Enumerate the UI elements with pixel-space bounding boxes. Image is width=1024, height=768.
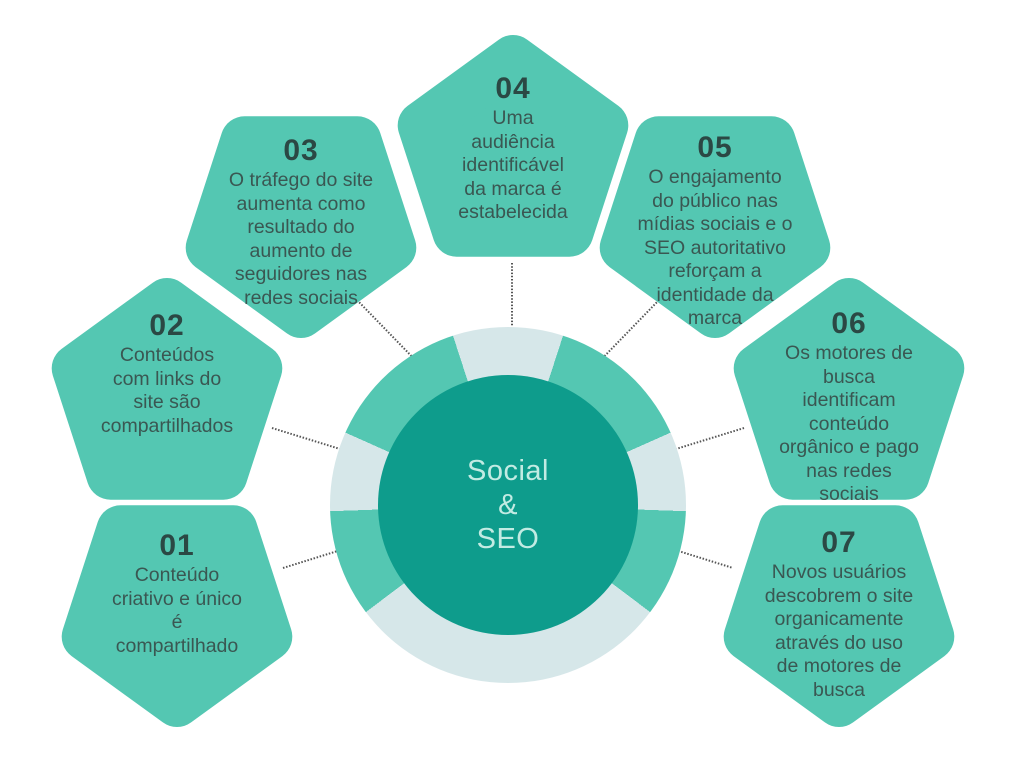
node-05-content: 05 O engajamento do público nas mídias s… [595, 104, 835, 344]
connector-01 [282, 548, 345, 569]
pentagon-node-05: 05 O engajamento do público nas mídias s… [595, 104, 835, 344]
node-06-text: Os motores de busca identificam conteúdo… [779, 342, 919, 505]
node-07-text: Novos usuários descobrem o site organica… [764, 561, 914, 701]
node-06-content: 06 Os motores de busca identificam conte… [729, 276, 969, 516]
node-02-content: 02 Conteúdos com links do site são compa… [47, 276, 287, 516]
node-04-number: 04 [495, 72, 531, 105]
node-05-text: O engajamento do público nas mídias soci… [637, 166, 793, 329]
connector-02 [271, 427, 367, 458]
node-01-content: 01 Conteúdo criativo e único é compartil… [57, 493, 297, 733]
node-01-text: Conteúdo criativo e único é compartilhad… [111, 564, 243, 657]
node-02-text: Conteúdos com links do site são comparti… [100, 344, 234, 437]
center-circle: Social & SEO [378, 375, 638, 635]
connector-06 [649, 427, 745, 458]
center-label: Social & SEO [467, 455, 549, 555]
node-04-content: 04 Uma audiência identificável da marca … [393, 33, 633, 273]
node-06-number: 06 [831, 307, 867, 340]
pentagon-node-03: 03 O tráfego do site aumenta como result… [181, 104, 421, 344]
node-07-number: 07 [821, 526, 857, 559]
node-03-content: 03 O tráfego do site aumenta como result… [181, 104, 421, 344]
pentagon-node-02: 02 Conteúdos com links do site são compa… [47, 276, 287, 516]
pentagon-node-07: 07 Novos usuários descobrem o site organ… [719, 493, 959, 733]
node-07-content: 07 Novos usuários descobrem o site organ… [719, 493, 959, 733]
node-03-text: O tráfego do site aumenta como resultado… [228, 169, 374, 309]
pentagon-node-01: 01 Conteúdo criativo e único é compartil… [57, 493, 297, 733]
pentagon-node-06: 06 Os motores de busca identificam conte… [729, 276, 969, 516]
pentagon-node-04: 04 Uma audiência identificável da marca … [393, 33, 633, 273]
node-05-number: 05 [697, 131, 733, 164]
node-03-number: 03 [283, 134, 319, 167]
connector-07 [671, 548, 734, 569]
node-04-text: Uma audiência identificável da marca é e… [458, 107, 568, 223]
node-01-number: 01 [159, 529, 195, 562]
node-02-number: 02 [149, 309, 185, 342]
